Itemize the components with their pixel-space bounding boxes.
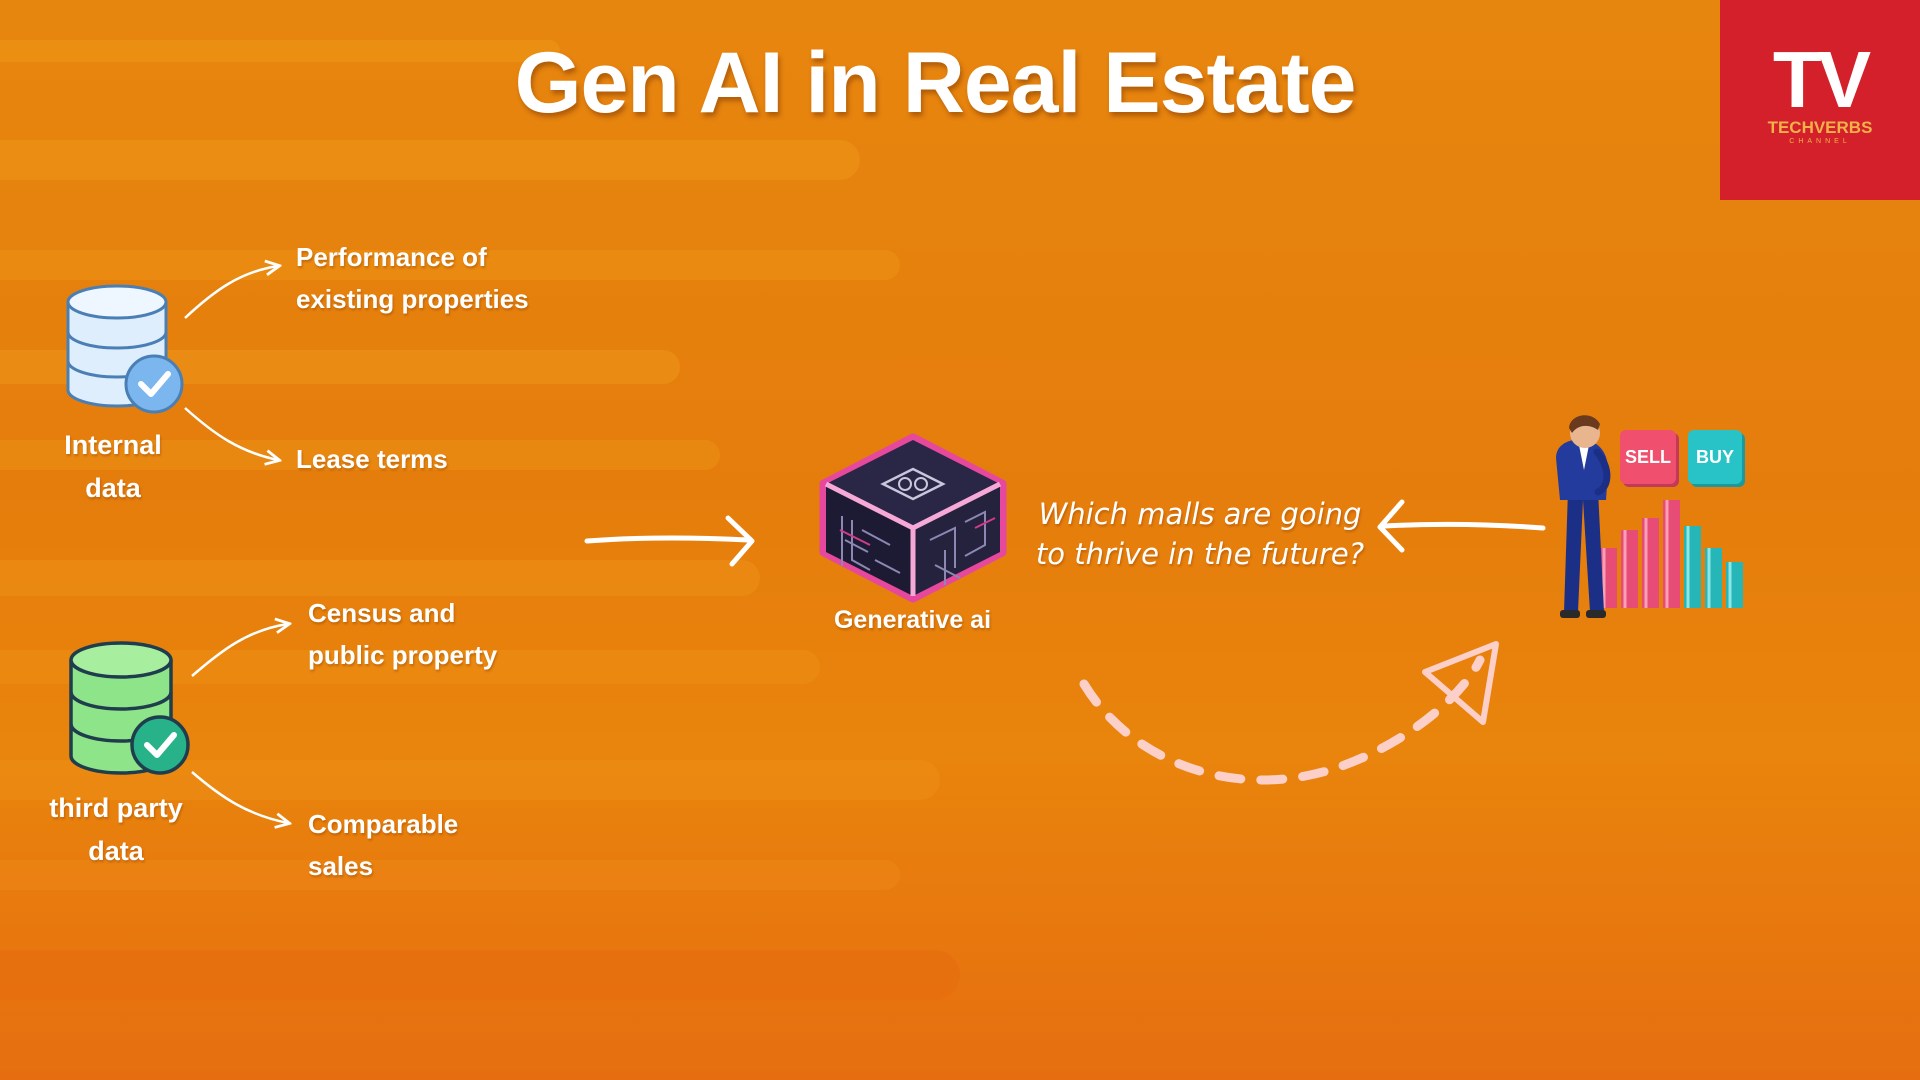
brush-stroke xyxy=(0,250,900,280)
question-text: Which malls are going to thrive in the f… xyxy=(1020,494,1380,574)
arrow-to-comparable-sales xyxy=(191,771,288,823)
third-party-data-label-line2: data xyxy=(88,836,144,866)
lease-terms-label-line1: Lease terms xyxy=(296,444,448,474)
page-title: Gen AI in Real Estate xyxy=(514,35,1357,131)
techverbs-logo: TV TECHVERBS CHANNEL xyxy=(1720,0,1920,200)
brush-stroke xyxy=(0,140,860,180)
database-check-icon xyxy=(66,284,184,414)
logo-letters: TV xyxy=(1772,35,1871,124)
census-label-line1: Census and xyxy=(308,598,456,628)
logo-subtitle: CHANNEL xyxy=(1789,138,1851,145)
census-label-line2: public property xyxy=(308,640,498,670)
performance-label-line1: Performance of xyxy=(296,242,487,272)
arrow-to-question-head xyxy=(1377,499,1405,553)
arrow-to-model xyxy=(584,535,751,544)
brush-stroke xyxy=(0,860,900,890)
question-line2: to thrive in the future? xyxy=(1035,537,1365,571)
internal-data-label-line1: Internal xyxy=(64,430,162,460)
logo-brand: TECHVERBS xyxy=(1767,118,1873,137)
performance-label: Performance of existing properties xyxy=(296,236,529,320)
third-party-data-label: third party data xyxy=(36,787,196,873)
generative-ai-label: Generative ai xyxy=(833,606,992,634)
brush-stroke xyxy=(0,40,560,62)
brush-stroke xyxy=(0,440,720,470)
question-line1: Which malls are going xyxy=(1038,497,1362,531)
feedback-dashed-arrow xyxy=(1079,655,1485,785)
third-party-data-label-line1: third party xyxy=(49,793,183,823)
ai-chip-cube-icon xyxy=(819,433,1007,603)
feedback-arrow-head xyxy=(1422,641,1499,725)
census-label: Census and public property xyxy=(308,592,497,676)
businessman-with-bar-chart-icon xyxy=(1556,415,1743,618)
brush-stroke xyxy=(0,560,760,596)
sell-tag: SELL xyxy=(1620,430,1676,484)
comparable-sales-label: Comparable sales xyxy=(308,803,458,887)
arrow-to-performance xyxy=(184,266,278,319)
arrow-to-census xyxy=(191,624,288,677)
comparable-sales-label-line2: sales xyxy=(308,851,374,881)
database-check-icon xyxy=(69,641,190,775)
comparable-sales-label-line1: Comparable xyxy=(308,809,459,839)
brush-stroke xyxy=(0,950,960,1000)
internal-data-label: Internal data xyxy=(33,424,193,510)
internal-data-label-line2: data xyxy=(85,473,141,503)
arrow-to-question xyxy=(1382,521,1546,531)
arrow-to-model-head xyxy=(725,515,755,567)
performance-label-line2: existing properties xyxy=(296,284,529,314)
arrow-to-lease-terms xyxy=(184,407,278,460)
lease-terms-label: Lease terms xyxy=(296,438,448,480)
buy-tag: BUY xyxy=(1688,430,1742,484)
